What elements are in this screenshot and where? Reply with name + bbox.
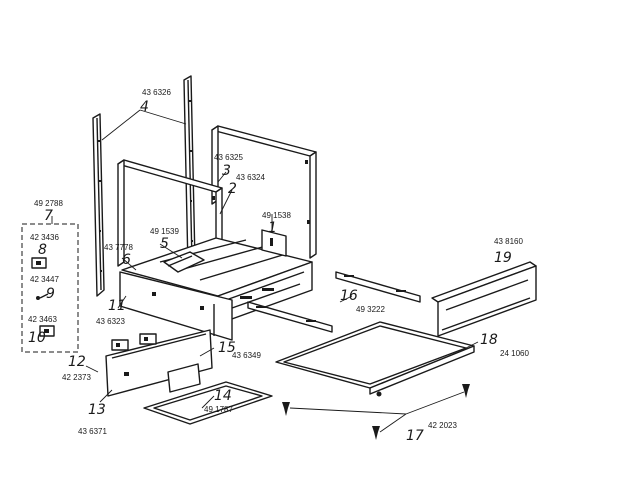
reference-number: 15 xyxy=(218,340,236,356)
reference-number: 9 xyxy=(46,286,55,302)
reference-number: 17 xyxy=(406,428,424,444)
part-number: 43 8160 xyxy=(494,237,523,246)
reference-number: 3 xyxy=(222,163,231,179)
reference-number: 10 xyxy=(28,330,46,346)
callout-7: 49 2788 7 xyxy=(34,199,63,224)
part-number: 43 6326 xyxy=(142,88,171,97)
part-number: 42 3463 xyxy=(28,315,57,324)
callout-3: 43 6325 3 xyxy=(214,153,243,179)
callout-19: 43 8160 19 xyxy=(494,237,523,266)
part-number: 49 1787 xyxy=(204,405,233,414)
access-cover xyxy=(143,381,273,425)
drawer-front-panel xyxy=(431,261,537,337)
callout-6: 43 7778 6 xyxy=(104,243,133,268)
part-number: 49 2788 xyxy=(34,199,63,208)
callout-9: 42 3447 9 xyxy=(30,275,59,302)
part-number: 43 7778 xyxy=(104,243,133,252)
reference-number: 13 xyxy=(88,402,106,418)
part-number: 43 6349 xyxy=(232,351,261,360)
part-number: 42 3436 xyxy=(30,233,59,242)
part-number: 42 3447 xyxy=(30,275,59,284)
reference-number: 16 xyxy=(340,288,358,304)
callout-4: 43 6326 4 xyxy=(140,88,171,115)
reference-number: 14 xyxy=(214,388,232,404)
reference-number: 11 xyxy=(108,298,126,314)
reference-number: 1 xyxy=(268,220,277,236)
reference-number: 12 xyxy=(68,354,86,370)
part-number: 42 2023 xyxy=(428,421,457,430)
top-rear-frame xyxy=(211,125,317,259)
callout-15: 15 43 6349 xyxy=(218,340,261,360)
part-number: 49 3222 xyxy=(356,305,385,314)
reference-number: 7 xyxy=(44,208,53,224)
callout-18: 18 24 1060 xyxy=(480,332,529,358)
callout-5: 49 1539 5 xyxy=(150,227,179,252)
reference-number: 4 xyxy=(140,99,149,115)
reference-number: 2 xyxy=(228,181,237,197)
rear-upright-right xyxy=(183,75,196,269)
callout-8: 42 3436 8 xyxy=(30,233,59,258)
part-number: 42 2373 xyxy=(62,373,91,382)
kit-components xyxy=(21,223,79,353)
reference-number: 8 xyxy=(38,242,47,258)
floor-bracket xyxy=(163,251,205,273)
drawer-rail-upper xyxy=(335,271,421,303)
part-number: 49 1538 xyxy=(262,211,291,220)
reference-number: 18 xyxy=(480,332,498,348)
front-side-panel xyxy=(119,271,233,341)
side-bracket xyxy=(261,229,287,257)
leveling-leg-2 xyxy=(372,426,380,440)
callout-13: 13 43 6371 xyxy=(78,402,107,436)
callout-11: 11 43 6323 xyxy=(96,298,126,326)
kit-dashed-box xyxy=(21,223,79,353)
callout-1: 49 1538 1 xyxy=(262,211,291,236)
callout-10: 42 3463 10 xyxy=(28,315,57,346)
kick-panel xyxy=(105,329,213,397)
part-number: 43 6323 xyxy=(96,317,125,326)
drawer-pan xyxy=(275,321,475,397)
leader-lines xyxy=(51,109,479,433)
reference-number: 19 xyxy=(494,250,512,266)
callout-16: 16 49 3222 xyxy=(340,288,385,314)
reference-number: 5 xyxy=(160,236,169,252)
part-number: 49 1539 xyxy=(150,227,179,236)
reference-number: 6 xyxy=(122,252,131,268)
part-number: 43 6371 xyxy=(78,427,107,436)
switch-assembly xyxy=(111,333,157,351)
part-number: 43 6325 xyxy=(214,153,243,162)
drawer-rail-lower xyxy=(247,301,333,333)
rear-upright-left xyxy=(92,113,105,297)
callout-2: 43 6324 2 xyxy=(228,173,265,197)
leveling-leg-3 xyxy=(462,384,470,398)
callout-17-legs: 42 2023 17 xyxy=(406,421,457,444)
part-number: 43 6324 xyxy=(236,173,265,182)
part-number: 24 1060 xyxy=(500,349,529,358)
callout-12: 12 42 2373 xyxy=(62,354,91,382)
leveling-leg-1 xyxy=(282,402,290,416)
base-pan xyxy=(121,237,313,325)
callout-14: 14 49 1787 xyxy=(204,388,233,414)
